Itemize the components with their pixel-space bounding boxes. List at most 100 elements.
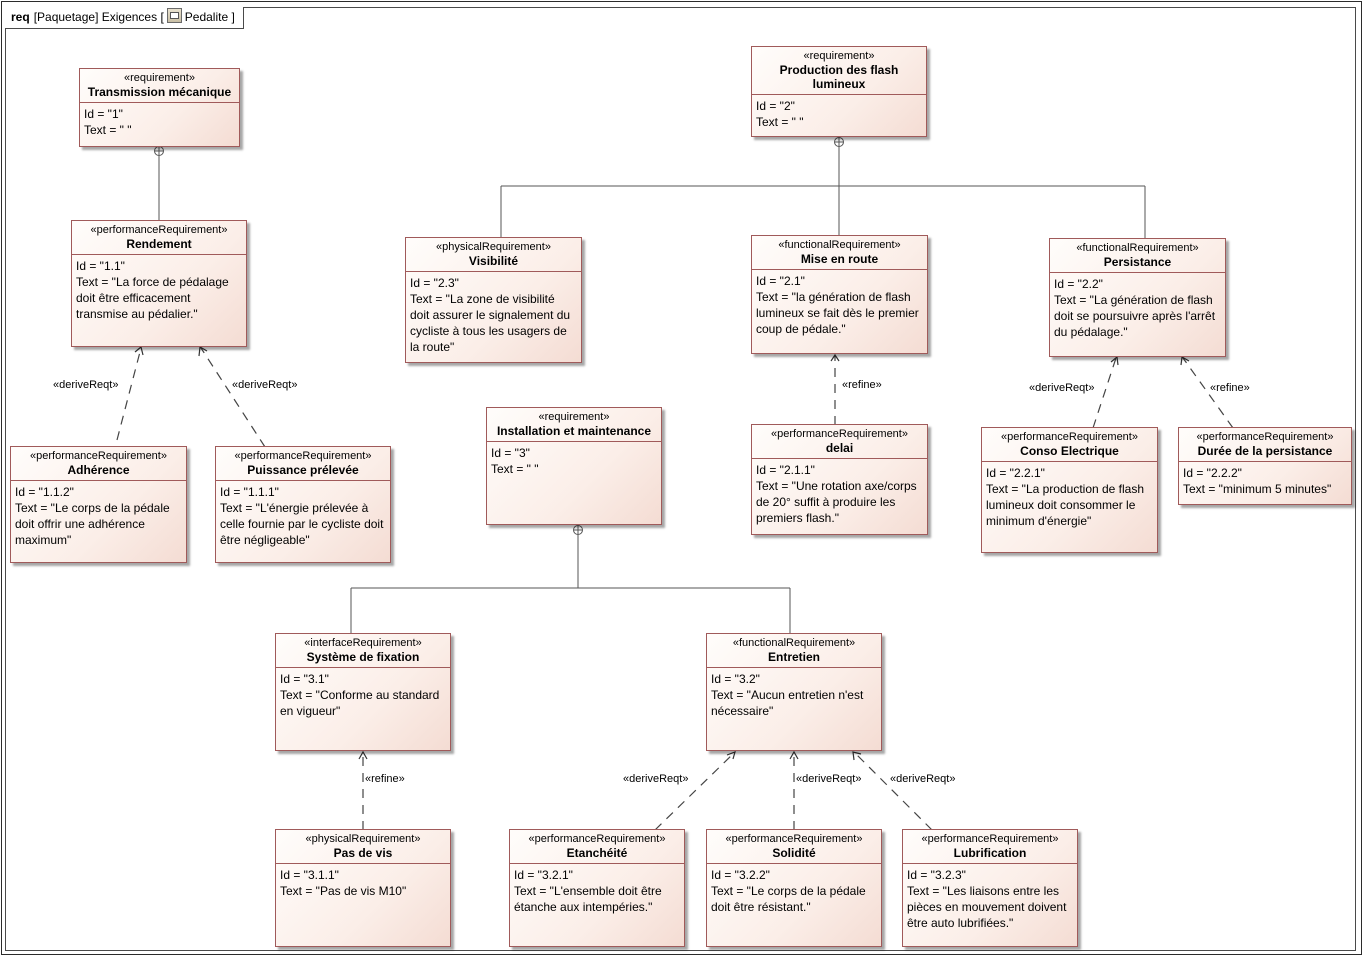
requirement-id: Id = "1" (84, 107, 123, 121)
requirement-attributes: Id = "1.1.1" Text = "L'énergie prélevée … (216, 481, 390, 551)
derive-link-2-2-1 (1092, 357, 1117, 429)
arrowhead (726, 751, 736, 760)
diagram-frame-prefix: [Paquetage] Exigences [ (33, 10, 164, 24)
requirement-text: Text = "La zone de visibilité doit assur… (410, 292, 571, 354)
requirement-box-1[interactable]: «requirement» Transmission mécanique Id … (79, 68, 240, 147)
requirement-id: Id = "1.1.2" (15, 485, 74, 499)
relation-label: «deriveReqt» (890, 773, 956, 785)
requirement-box-2-2-2[interactable]: «performanceRequirement» Durée de la per… (1178, 427, 1352, 505)
requirement-name: delai (825, 441, 854, 455)
requirement-header: «functionalRequirement» Entretien (707, 634, 881, 668)
requirement-attributes: Id = "2.2.2" Text = "minimum 5 minutes" (1179, 462, 1351, 500)
requirement-header: «performanceRequirement» Conso Electriqu… (982, 428, 1157, 462)
requirement-name: Transmission mécanique (87, 85, 232, 99)
requirement-box-2-1[interactable]: «functionalRequirement» Mise en route Id… (751, 235, 928, 354)
requirement-box-3-2[interactable]: «functionalRequirement» Entretien Id = "… (706, 633, 882, 751)
requirement-box-2-3[interactable]: «physicalRequirement» Visibilité Id = "2… (405, 237, 582, 363)
requirement-attributes: Id = "2.1.1" Text = "Une rotation axe/co… (752, 459, 927, 529)
requirement-header: «performanceRequirement» Puissance préle… (216, 447, 390, 481)
derive-link-3-2-3 (854, 752, 933, 831)
requirement-name: Rendement (126, 237, 192, 251)
requirement-text: Text = " " (491, 462, 539, 476)
relation-label: «deriveReqt» (232, 379, 298, 391)
arrowhead (852, 751, 862, 761)
requirement-name: Puissance prélevée (247, 463, 359, 477)
relation-label: «refine» (365, 773, 405, 785)
requirement-name: Durée de la persistance (1197, 444, 1333, 458)
requirement-box-3-2-2[interactable]: «performanceRequirement» Solidité Id = "… (706, 829, 882, 947)
requirement-stereotype: «performanceRequirement» (1196, 431, 1334, 443)
diagram-kind-keyword: req (11, 10, 30, 24)
requirement-attributes: Id = "2.2" Text = "La génération de flas… (1050, 273, 1225, 343)
requirement-name: Pas de vis (333, 846, 393, 860)
requirement-attributes: Id = "1.1.2" Text = "Le corps de la péda… (11, 481, 186, 551)
requirement-box-1-1[interactable]: «performanceRequirement» Rendement Id = … (71, 220, 247, 347)
requirement-name: Système de fixation (306, 650, 420, 664)
requirement-id: Id = "3.2.3" (907, 868, 966, 882)
requirement-text: Text = "Pas de vis M10" (280, 884, 407, 898)
requirement-name: Adhérence (67, 463, 130, 477)
requirement-header: «requirement» Production des flash lumin… (752, 47, 926, 95)
requirement-id: Id = "3.1" (280, 672, 329, 686)
relation-label: «deriveReqt» (1029, 382, 1095, 394)
requirement-stereotype: «physicalRequirement» (436, 241, 551, 253)
refine-link-2-2-2 (1182, 357, 1234, 429)
requirement-id: Id = "3.1.1" (280, 868, 339, 882)
diagram-frame (5, 7, 1356, 951)
requirement-header: «performanceRequirement» Solidité (707, 830, 881, 864)
requirement-name: Etanchéité (566, 846, 628, 860)
requirement-stereotype: «performanceRequirement» (725, 833, 863, 845)
requirement-text: Text = "La production de flash lumineux … (986, 482, 1145, 528)
requirement-name: Entretien (767, 650, 820, 664)
requirement-id: Id = "2.2" (1054, 277, 1103, 291)
requirement-box-3-1-1[interactable]: «physicalRequirement» Pas de vis Id = "3… (275, 829, 451, 947)
diagram-frame-suffix: ] (231, 10, 235, 24)
requirement-id: Id = "2.2.2" (1183, 466, 1242, 480)
requirement-stereotype: «requirement» (124, 72, 195, 84)
requirement-id: Id = "2" (756, 99, 795, 113)
requirement-attributes: Id = "3.2" Text = "Aucun entretien n'est… (707, 668, 881, 722)
requirement-header: «physicalRequirement» Pas de vis (276, 830, 450, 864)
requirement-text: Text = "L'énergie prélevée à celle fourn… (220, 501, 384, 547)
requirement-box-1-1-2[interactable]: «performanceRequirement» Adhérence Id = … (10, 446, 187, 563)
requirement-box-3-2-1[interactable]: «performanceRequirement» Etanchéité Id =… (509, 829, 685, 947)
requirement-stereotype: «interfaceRequirement» (304, 637, 422, 649)
arrowhead (789, 750, 799, 760)
diagram-frame-label: req[Paquetage] Exigences [Pedalite ] (5, 7, 244, 29)
requirement-id: Id = "2.1" (756, 274, 805, 288)
requirement-text: Text = "La génération de flash doit se p… (1054, 293, 1216, 339)
requirement-name: Mise en route (800, 252, 879, 266)
requirement-box-3-1[interactable]: «interfaceRequirement» Système de fixati… (275, 633, 451, 751)
requirement-box-2-1-1[interactable]: «performanceRequirement» delai Id = "2.1… (751, 424, 928, 535)
requirement-header: «performanceRequirement» Durée de la per… (1179, 428, 1351, 462)
requirement-stereotype: «performanceRequirement» (528, 833, 666, 845)
arrowhead (1180, 356, 1190, 366)
requirement-id: Id = "1.1.1" (220, 485, 279, 499)
requirement-box-1-1-1[interactable]: «performanceRequirement» Puissance préle… (215, 446, 391, 563)
relation-label: «deriveReqt» (53, 379, 119, 391)
requirement-text: Text = "la génération de flash lumineux … (756, 290, 919, 336)
requirement-attributes: Id = "3" Text = " " (487, 442, 661, 480)
arrowhead (198, 346, 208, 357)
requirement-box-2-2-1[interactable]: «performanceRequirement» Conso Electriqu… (981, 427, 1158, 553)
requirement-text: Text = "Le corps de la pédale doit offri… (15, 501, 170, 547)
requirement-box-3-2-3[interactable]: «performanceRequirement» Lubrification I… (902, 829, 1078, 947)
requirement-header: «performanceRequirement» delai (752, 425, 927, 459)
relation-label: «deriveReqt» (623, 773, 689, 785)
requirement-box-2-2[interactable]: «functionalRequirement» Persistance Id =… (1049, 238, 1226, 357)
requirement-header: «performanceRequirement» Etanchéité (510, 830, 684, 864)
requirement-id: Id = "3.2" (711, 672, 760, 686)
requirement-stereotype: «physicalRequirement» (305, 833, 421, 845)
requirement-attributes: Id = "2.2.1" Text = "La production de fl… (982, 462, 1157, 532)
requirement-stereotype: «performanceRequirement» (234, 450, 372, 462)
requirement-stereotype: «functionalRequirement» (1076, 242, 1199, 254)
requirement-text: Text = "La force de pédalage doit être e… (76, 275, 229, 321)
arrowhead (1110, 355, 1119, 366)
requirement-header: «performanceRequirement» Lubrification (903, 830, 1077, 864)
requirement-attributes: Id = "3.1" Text = "Conforme au standard … (276, 668, 450, 722)
requirement-attributes: Id = "3.1.1" Text = "Pas de vis M10" (276, 864, 450, 902)
requirement-text: Text = "minimum 5 minutes" (1183, 482, 1332, 496)
requirement-header: «functionalRequirement» Mise en route (752, 236, 927, 270)
requirement-box-2[interactable]: «requirement» Production des flash lumin… (751, 46, 927, 137)
requirement-box-3[interactable]: «requirement» Installation et maintenanc… (486, 407, 662, 525)
